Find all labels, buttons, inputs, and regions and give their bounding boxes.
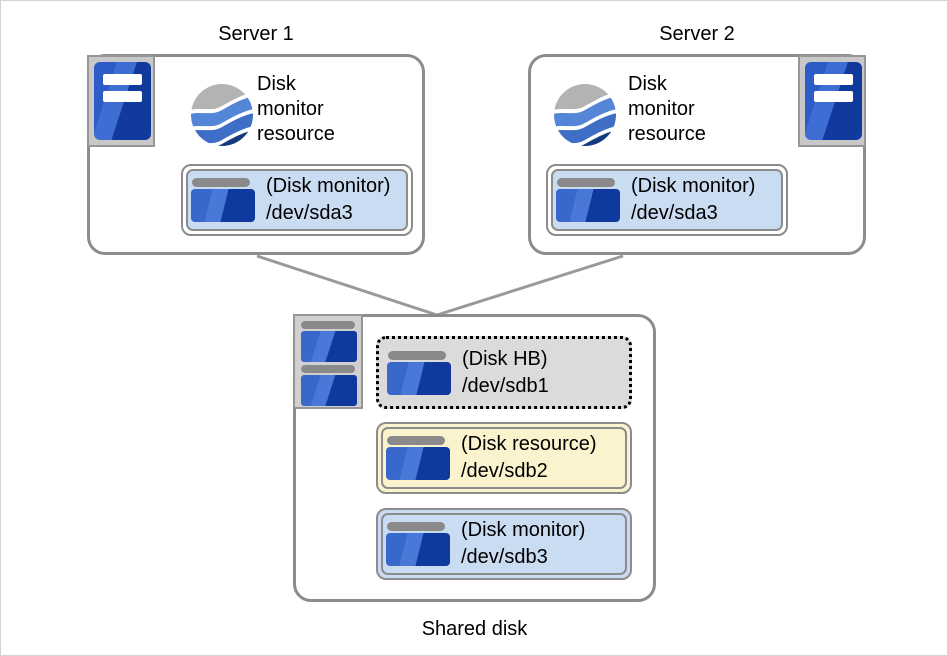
server2-disk-monitor-badge-inner: (Disk monitor) /dev/sda3 <box>551 169 783 231</box>
disk-partition-icon <box>387 350 451 395</box>
resource-label-line: monitor <box>257 98 324 120</box>
server2-disk-monitor-badge: (Disk monitor) /dev/sda3 <box>546 164 788 236</box>
disk-monitor-resource-icon <box>554 84 616 146</box>
server-tower-icon <box>94 62 151 140</box>
disk-partition-icon <box>191 178 255 222</box>
badge-type: (Disk monitor) <box>266 175 391 197</box>
badge-type: (Disk HB) <box>462 347 548 370</box>
server1-badge-text: (Disk monitor) /dev/sda3 <box>266 173 390 227</box>
disk-icon-body <box>301 331 357 362</box>
resource-label-line: Disk <box>257 73 296 95</box>
server2-tray <box>798 55 866 147</box>
partition-resource-text: (Disk resource) /dev/sdb2 <box>461 431 597 485</box>
server2-title: Server 2 <box>659 23 735 45</box>
server-tower-icon <box>805 62 862 140</box>
badge-device: /dev/sdb3 <box>461 546 548 568</box>
disk-icon-bar <box>388 350 446 360</box>
server1-disk-monitor-badge-inner: (Disk monitor) /dev/sda3 <box>186 169 408 231</box>
badge-device: /dev/sdb1 <box>462 374 549 397</box>
server-tower-slot <box>103 91 142 102</box>
partition-monitor-text: (Disk monitor) /dev/sdb3 <box>461 517 585 571</box>
disk-icon-bar <box>387 522 445 531</box>
disk-icon-body <box>556 189 620 222</box>
disk-icon-body <box>386 447 450 480</box>
connector-server1-shared <box>256 254 438 317</box>
disk-icon-bar <box>557 178 615 187</box>
server-tower-slot <box>103 74 142 85</box>
server1-disk-monitor-badge: (Disk monitor) /dev/sda3 <box>181 164 413 236</box>
disk-icon-body <box>191 189 255 222</box>
connector-server2-shared <box>436 254 624 317</box>
disk-icon-bar <box>192 178 250 187</box>
shared-disk-tray-icon <box>293 314 363 409</box>
server-tower-slot <box>814 74 853 85</box>
disk-icon-bar <box>301 365 355 373</box>
partition-disk-monitor-inner: (Disk monitor) /dev/sdb3 <box>381 513 627 575</box>
resource-label-line: Disk <box>628 73 667 95</box>
disk-icon-body <box>386 533 450 566</box>
server1-resource-label: Disk monitor resource <box>257 72 335 147</box>
partition-disk-monitor: (Disk monitor) /dev/sdb3 <box>376 508 632 580</box>
server2-resource-label: Disk monitor resource <box>628 72 706 147</box>
disk-icon-bar <box>301 321 355 329</box>
resource-label-line: resource <box>257 123 335 145</box>
partition-disk-hb: (Disk HB) /dev/sdb1 <box>376 336 632 409</box>
disk-partition-icon <box>556 178 620 222</box>
badge-device: /dev/sda3 <box>266 202 353 224</box>
disk-monitor-resource-icon <box>191 84 253 146</box>
resource-label-line: resource <box>628 123 706 145</box>
badge-type: (Disk resource) <box>461 433 597 455</box>
partition-hb-text: (Disk HB) /dev/sdb1 <box>462 346 549 400</box>
disk-partition-icon <box>386 522 450 566</box>
disk-partition-icon <box>386 436 450 480</box>
server2-badge-text: (Disk monitor) /dev/sda3 <box>631 173 755 227</box>
shared-disk-label: Shared disk <box>421 618 528 640</box>
badge-type: (Disk monitor) <box>631 175 756 197</box>
disk-icon-body <box>387 361 451 395</box>
resource-label-line: monitor <box>628 98 695 120</box>
server-tower-slot <box>814 91 853 102</box>
disk-icon-body <box>301 375 357 406</box>
server1-title: Server 1 <box>218 23 294 45</box>
badge-device: /dev/sdb2 <box>461 460 548 482</box>
partition-disk-resource: (Disk resource) /dev/sdb2 <box>376 422 632 494</box>
badge-device: /dev/sda3 <box>631 202 718 224</box>
disk-icon-bar <box>387 436 445 445</box>
server1-tray <box>87 55 155 147</box>
badge-type: (Disk monitor) <box>461 519 586 541</box>
partition-disk-resource-inner: (Disk resource) /dev/sdb2 <box>381 427 627 489</box>
